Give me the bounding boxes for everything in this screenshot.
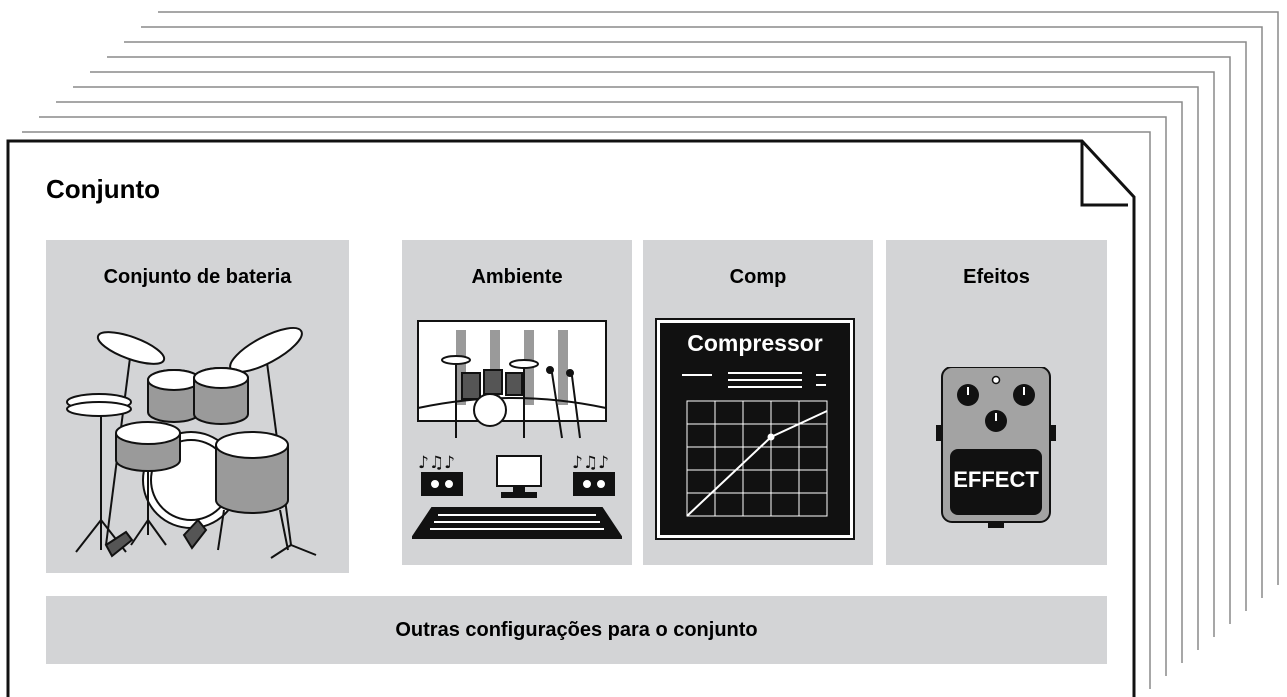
stack-sheet-line: [90, 71, 1215, 637]
folded-corner-icon: [1080, 141, 1128, 207]
drum-kit-label: Conjunto de bateria: [103, 266, 292, 288]
comp-label: Comp: [729, 266, 787, 288]
drum-kit-panel[interactable]: Conjunto de bateria: [46, 240, 349, 573]
effect-pedal-icon: EFFECT: [936, 367, 1056, 532]
ambience-panel[interactable]: Ambiente: [402, 240, 632, 565]
compressor-screen-label: Compressor: [687, 330, 823, 356]
svg-text:♪♫♪: ♪♫♪: [418, 453, 455, 473]
stack-sheet-line: [124, 41, 1247, 611]
stack-sheet-line: [56, 101, 1183, 663]
stack-sheet-line: [141, 26, 1263, 598]
stack-sheet-line: [158, 11, 1279, 585]
svg-text:♪♫♪: ♪♫♪: [572, 453, 609, 473]
stack-sheet-line: [39, 116, 1167, 676]
compressor-graph-icon: Compressor: [655, 318, 855, 540]
page-title: Conjunto: [46, 174, 161, 204]
recording-studio-icon: ♪♫♪ ♪♫♪: [412, 320, 622, 539]
stack-sheet-line: [22, 131, 1151, 689]
comp-panel[interactable]: Comp Compressor: [643, 240, 873, 565]
other-settings-button[interactable]: Outras configurações para o conjunto: [46, 596, 1107, 664]
stack-sheet-line: [73, 86, 1199, 650]
effect-pedal-label: EFFECT: [953, 467, 1039, 492]
ambience-label: Ambiente: [471, 266, 563, 288]
drum-kit-icon: [66, 326, 317, 559]
stack-sheet-line: [107, 56, 1231, 624]
effects-panel[interactable]: Efeitos EFFECT: [886, 240, 1107, 565]
effects-label: Efeitos: [963, 266, 1030, 288]
